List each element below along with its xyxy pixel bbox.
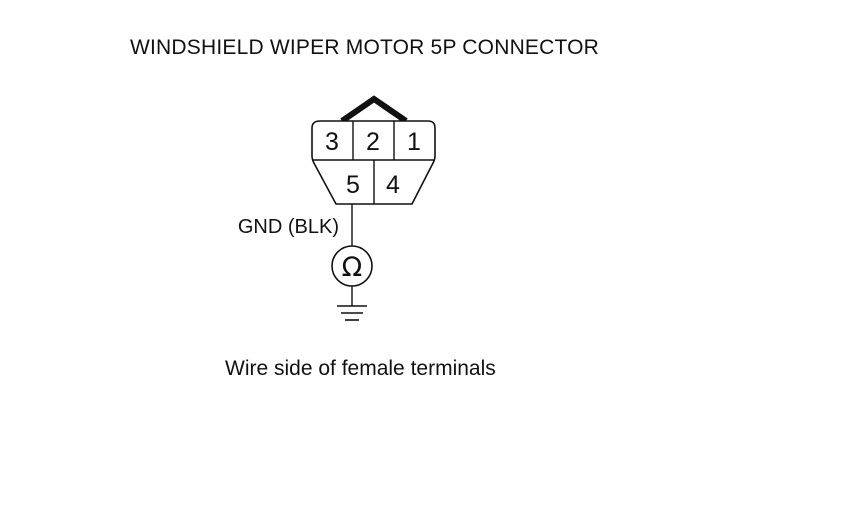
connector-5p: 3 2 1 5 4 — [311, 95, 436, 205]
wire-label: GND (BLK) — [238, 216, 339, 238]
ohmmeter-icon: Ω — [331, 245, 373, 287]
connector-lock-tab — [340, 95, 408, 124]
pin-label-1: 1 — [407, 128, 421, 156]
ground-icon — [337, 305, 367, 321]
diagram-title: WINDSHIELD WIPER MOTOR 5P CONNECTOR — [130, 36, 600, 59]
pin-label-2: 2 — [366, 128, 380, 156]
pin-label-4: 4 — [386, 171, 400, 199]
diagram-caption: Wire side of female terminals — [225, 357, 496, 380]
pin-label-5: 5 — [346, 171, 360, 199]
ohm-symbol: Ω — [342, 252, 363, 283]
pin-label-3: 3 — [325, 128, 339, 156]
